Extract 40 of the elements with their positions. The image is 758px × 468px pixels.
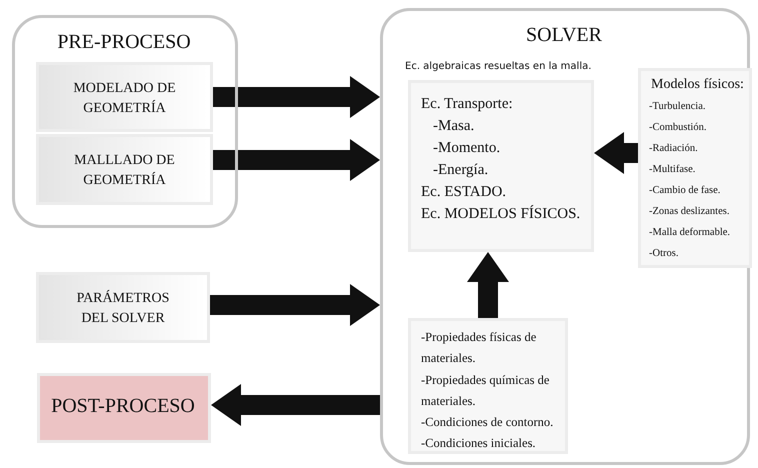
stage-group-box bbox=[12, 15, 238, 228]
box-label: MODELADO DE GEOMETRÍA bbox=[72, 80, 177, 118]
list-item: -Turbulencia. bbox=[649, 101, 706, 114]
stage-group-box bbox=[380, 8, 750, 465]
group-title: PRE-PROCESO bbox=[56, 30, 192, 54]
box-label: PARÁMETROS DEL SOLVER bbox=[76, 289, 170, 328]
note-text: Ec. algebraicas resueltas en la malla. bbox=[405, 61, 589, 73]
process-box bbox=[37, 373, 211, 443]
list-item: -Cambio de fase. bbox=[649, 185, 722, 198]
list-item: -Energía. bbox=[433, 161, 490, 179]
properties-panel bbox=[408, 318, 568, 454]
models-panel bbox=[638, 68, 752, 268]
list-item: -Condiciones de contorno. bbox=[421, 414, 554, 431]
list-item: -Otros. bbox=[649, 248, 680, 261]
list-item: -Condiciones iniciales. bbox=[421, 435, 537, 452]
block-arrow bbox=[213, 139, 380, 181]
block-arrow bbox=[210, 284, 380, 326]
list-item: -Masa. bbox=[433, 117, 476, 135]
process-box bbox=[36, 62, 213, 132]
list-item: Ec. Transporte: bbox=[421, 95, 514, 113]
list-item: -Combustión. bbox=[649, 122, 708, 135]
list-item: -Propiedades químicas de materiales. bbox=[421, 372, 550, 410]
list-item: Ec. MODELOS FÍSICOS. bbox=[421, 205, 582, 223]
list-item: -Malla deformable. bbox=[649, 227, 732, 240]
process-box bbox=[36, 134, 213, 205]
list-item: -Momento. bbox=[433, 139, 502, 157]
list-item: Ec. ESTADO. bbox=[421, 183, 508, 201]
list-item: -Multifase. bbox=[649, 164, 696, 177]
block-arrow bbox=[467, 252, 509, 318]
box-label: POST-PROCESO bbox=[50, 394, 196, 418]
panel-heading: Modelos físicos: bbox=[651, 77, 745, 94]
block-arrow bbox=[211, 384, 380, 426]
block-arrow bbox=[213, 76, 380, 118]
process-box bbox=[36, 272, 210, 343]
block-arrow bbox=[594, 132, 638, 174]
box-label: MALLLADO DE GEOMETRÍA bbox=[73, 152, 176, 190]
list-item: -Radiación. bbox=[649, 143, 699, 156]
list-item: -Propiedades físicas de materiales. bbox=[421, 329, 538, 368]
group-title: SOLVER bbox=[525, 23, 603, 47]
list-item: -Zonas deslizantes. bbox=[649, 206, 730, 219]
